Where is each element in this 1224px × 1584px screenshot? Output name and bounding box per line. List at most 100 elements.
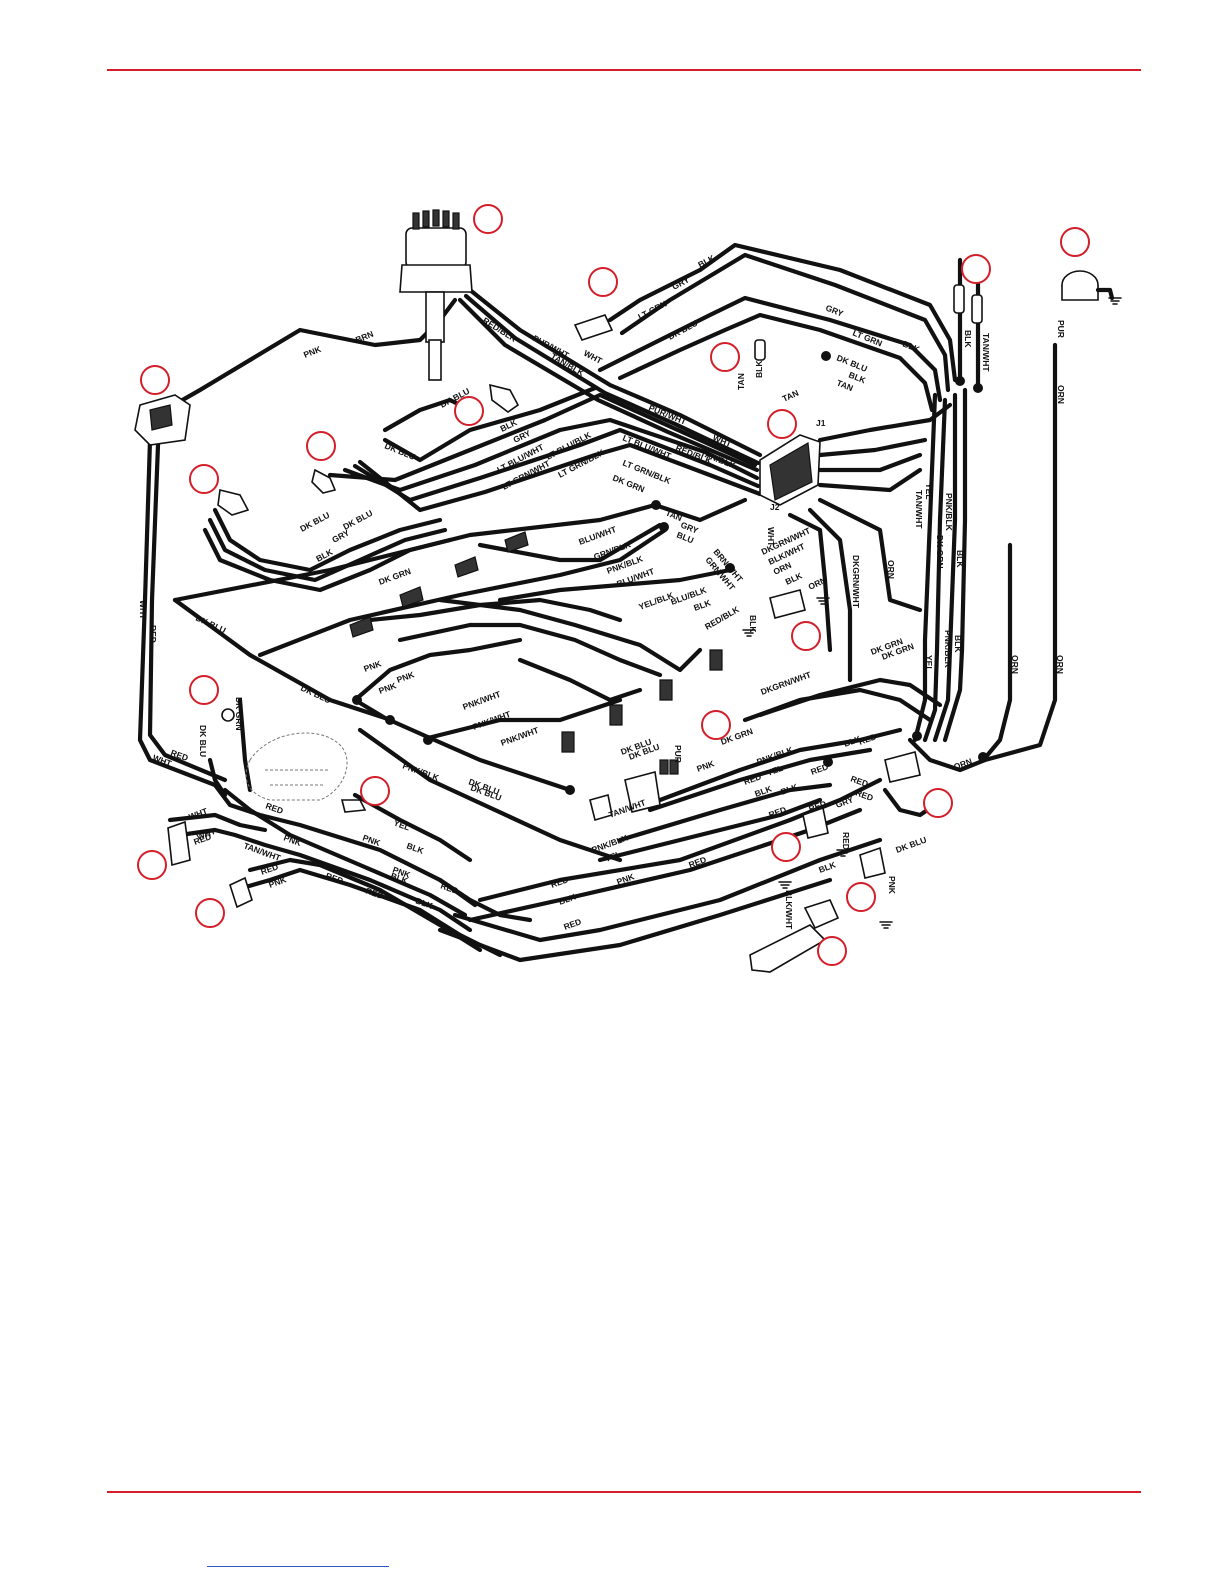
wire-label: WHT — [582, 348, 604, 366]
wire-label: TAN/WHT — [914, 490, 924, 529]
wire-label: LT GRN — [636, 298, 668, 321]
wire-label: RED — [854, 787, 874, 803]
fuel-pump-component — [749, 899, 840, 973]
wire-label: YEL — [924, 483, 934, 500]
idle-air-control-component — [573, 314, 614, 341]
wire-label: ORN — [1055, 655, 1065, 674]
wire-label: PNK — [887, 876, 897, 895]
wire-label: DK BLU — [198, 725, 208, 757]
sensor-small-component — [221, 708, 235, 722]
wire-label: PNK — [302, 344, 323, 360]
callout-circle — [791, 621, 821, 651]
wire-harness — [137, 242, 1058, 963]
fuel-injector-component — [709, 649, 723, 671]
wire-label: PNK — [377, 680, 398, 696]
wire-label: PNK/WHT — [461, 689, 502, 712]
junction-dot — [912, 731, 922, 741]
ground-icon — [836, 849, 850, 857]
fuel-injector-component — [609, 704, 623, 726]
callout-circle — [1060, 227, 1090, 257]
wire-label: PNK/WHT — [499, 725, 540, 748]
wire-label: BLK — [779, 781, 800, 797]
bottom-rule — [107, 1491, 1141, 1493]
wire-label: BLK — [692, 597, 713, 613]
wire-label: TAN — [736, 373, 746, 390]
ground-icon — [778, 881, 792, 889]
junction-dot — [651, 500, 661, 510]
wire-label: DK GRN — [611, 473, 646, 495]
wire-label: PNK — [282, 832, 303, 848]
callout-circle — [846, 882, 876, 912]
callout-circle — [306, 431, 336, 461]
callout-circle — [195, 898, 225, 928]
callout-circle — [189, 464, 219, 494]
fuel-injector-component — [454, 556, 479, 578]
engine-block-sketch — [245, 732, 348, 801]
wire-label: BLK — [955, 550, 965, 568]
wire-label: BLK — [754, 360, 764, 378]
lower-right-wires — [437, 677, 988, 963]
lower-left-wires — [137, 437, 533, 958]
distributor-bundle — [457, 287, 763, 473]
wire-label: PUR — [673, 745, 683, 763]
callout-circle — [710, 342, 740, 372]
wire-label: DK GRN — [234, 697, 244, 731]
callout-circle — [923, 788, 953, 818]
junction-dot — [352, 695, 362, 705]
wire-label: DK BLU — [298, 510, 331, 534]
wire-label: PNK — [395, 669, 416, 685]
callout-circles — [137, 204, 1090, 966]
junction-dot — [385, 715, 395, 725]
fuel-injector-component — [561, 731, 575, 753]
wire-label: RED — [857, 731, 877, 747]
connector-plug-right — [971, 294, 983, 324]
junction-dot — [659, 522, 669, 532]
left-upper-wires — [162, 297, 763, 513]
junction-dot — [423, 735, 433, 745]
knock-sensor-component — [754, 339, 766, 361]
temp-sensor-component — [589, 793, 613, 822]
callout-circle — [140, 365, 170, 395]
wire-label: BLK/WHT — [784, 890, 794, 930]
connector-component-right — [769, 589, 806, 619]
wire-label: RED — [148, 625, 158, 643]
ground-icon — [816, 597, 830, 605]
wire-label: TAN — [664, 508, 683, 524]
wire-label: RED — [849, 773, 869, 789]
junction-dot — [821, 351, 831, 361]
junction-dot — [823, 757, 833, 767]
sensor-component-upper — [489, 383, 520, 413]
fuel-injector-component — [504, 531, 529, 553]
wire-label: BLU/WHT — [577, 524, 618, 547]
wire-label: WHT — [766, 527, 776, 547]
callout-circle — [817, 936, 847, 966]
ecm-module-component — [759, 434, 821, 506]
wire-label: PNK — [695, 758, 716, 774]
wire-label: DK BLU — [894, 835, 928, 855]
ecm-right-bundle — [787, 402, 953, 683]
wire-label: RED — [264, 800, 284, 816]
wire-label: PNK/BLK — [943, 630, 953, 669]
map-sensor-component — [624, 759, 679, 813]
sensor-component-left — [311, 468, 337, 494]
wire-label: YEL — [924, 655, 934, 672]
callout-circle — [189, 675, 219, 705]
components — [134, 209, 1115, 973]
wire-label: DKGRN/WHT — [759, 669, 813, 697]
callout-circle — [767, 409, 797, 439]
callout-circle — [454, 396, 484, 426]
wire-label: RED — [259, 861, 279, 877]
distributor-component — [399, 209, 473, 381]
wire-label: TAN — [781, 388, 800, 404]
fuel-injector-component — [659, 679, 673, 701]
wire-label: RED — [562, 916, 582, 932]
footer-link-underline[interactable] — [207, 1566, 389, 1567]
wire-label: GRY — [824, 303, 845, 319]
wire-label: RED — [549, 874, 569, 890]
wire-label: DK GRN — [935, 535, 945, 569]
wire-label: RED — [809, 761, 829, 777]
wire-label: BLK — [963, 330, 973, 348]
junction-dot — [978, 752, 988, 762]
fuel-injector-component — [349, 616, 374, 638]
